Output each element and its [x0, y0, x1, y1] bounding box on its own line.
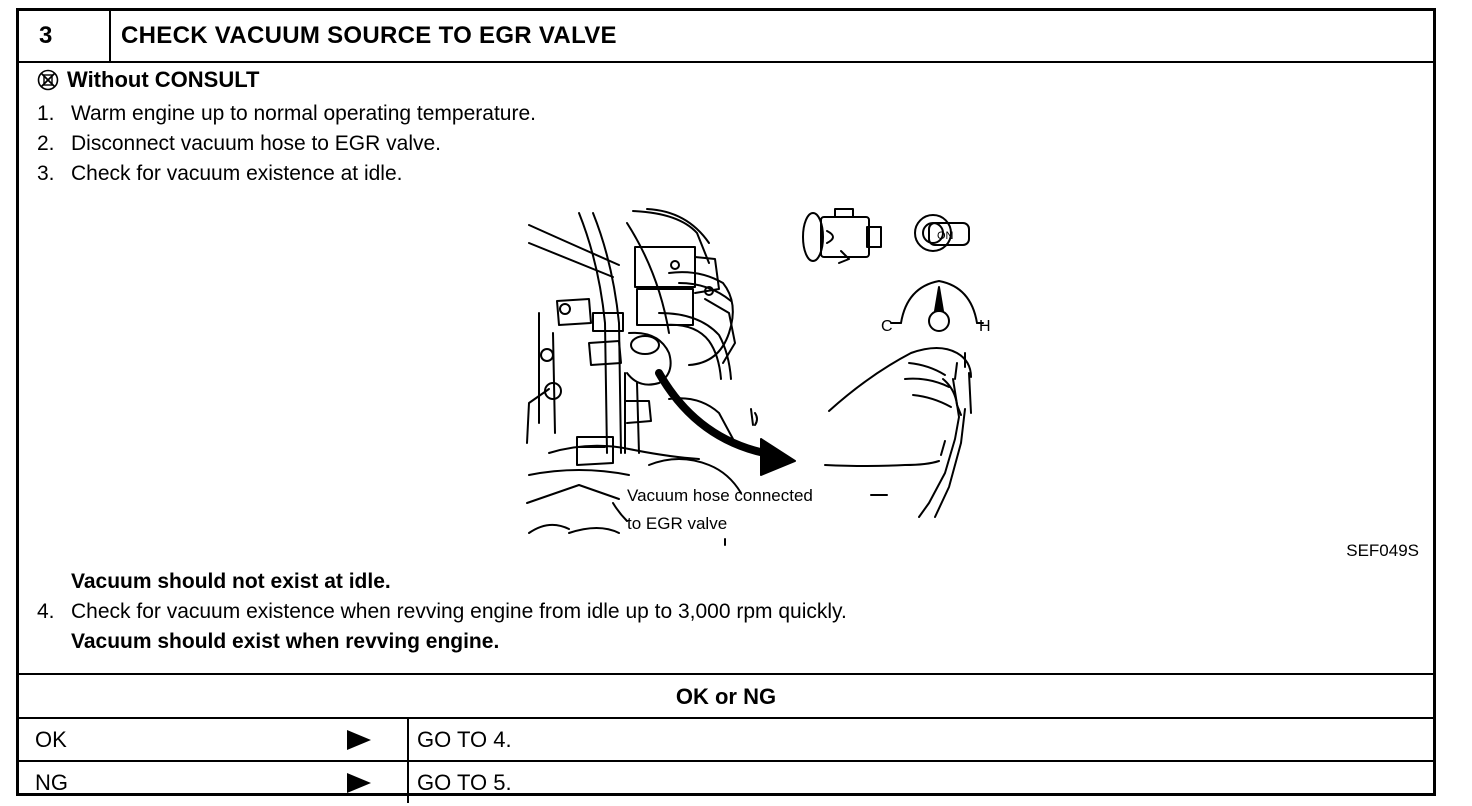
temperature-gauge-drawing: C H	[881, 280, 991, 335]
step-3: 3. Check for vacuum existence at idle.	[37, 159, 536, 189]
revving-vacuum-note: Vacuum should exist when revving engine.	[71, 630, 500, 653]
ignition-key-drawing: ON	[802, 208, 970, 264]
play-arrow-icon	[347, 730, 371, 750]
step-number: 3	[19, 11, 111, 61]
step-1-text: Warm engine up to normal operating tempe…	[71, 102, 536, 125]
result-ok-label: OK	[35, 727, 67, 752]
result-ng-label: NG	[35, 770, 68, 795]
consult-label: Without CONSULT	[67, 67, 260, 92]
key-on-label: ON	[937, 230, 954, 242]
no-consult-icon	[37, 69, 59, 91]
step-4: 4. Check for vacuum existence when revvin…	[37, 597, 847, 627]
step-header: 3 CHECK VACUUM SOURCE TO EGR VALVE	[19, 11, 1433, 63]
callout-line-2: to EGR valve	[627, 514, 727, 533]
step-body: Without CONSULT 1. Warm engine up to norm…	[19, 63, 1433, 673]
pointer-arrow	[655, 369, 796, 476]
inspection-table: 3 CHECK VACUUM SOURCE TO EGR VALVE Witho…	[16, 8, 1436, 803]
figure-callout: Vacuum hose connected to EGR valve	[612, 486, 888, 546]
post-figure-steps: Vacuum should not exist at idle. 4. Check…	[37, 567, 847, 657]
result-row-ok: OK GO TO 4.	[19, 717, 1433, 760]
result-ok-action: GO TO 4.	[417, 727, 512, 752]
play-arrow-icon	[347, 773, 371, 793]
ok-or-ng-heading: OK or NG	[19, 673, 1433, 719]
figure-code: SEF049S	[1346, 541, 1419, 560]
egr-vacuum-illustration: ON C H	[526, 208, 991, 546]
step-1-num: 1.	[37, 102, 55, 125]
step-1: 1. Warm engine up to normal operating tem…	[37, 99, 536, 129]
gauge-hot-label: H	[979, 318, 991, 335]
step-2-text: Disconnect vacuum hose to EGR valve.	[71, 132, 442, 155]
engine-drawing	[526, 208, 758, 534]
consult-heading: Without CONSULT	[37, 67, 259, 93]
row-divider	[407, 762, 409, 803]
step-2: 2. Disconnect vacuum hose to EGR valve.	[37, 129, 536, 159]
step-2-num: 2.	[37, 132, 55, 155]
result-ng-action: GO TO 5.	[417, 770, 512, 795]
steps-list: 1. Warm engine up to normal operating tem…	[37, 99, 536, 189]
step-4-num: 4.	[37, 600, 55, 623]
step-3-text: Check for vacuum existence at idle.	[71, 162, 403, 185]
row-divider	[407, 719, 409, 760]
hand-with-hose-drawing	[824, 347, 972, 518]
step-title: CHECK VACUUM SOURCE TO EGR VALVE	[121, 22, 617, 49]
step-4-text: Check for vacuum existence when revving …	[71, 600, 847, 623]
gauge-cold-label: C	[881, 318, 893, 335]
callout-line-1: Vacuum hose connected	[627, 486, 813, 505]
step-3-num: 3.	[37, 162, 55, 185]
idle-vacuum-note: Vacuum should not exist at idle.	[71, 570, 391, 593]
result-row-ng: NG GO TO 5.	[19, 760, 1433, 803]
